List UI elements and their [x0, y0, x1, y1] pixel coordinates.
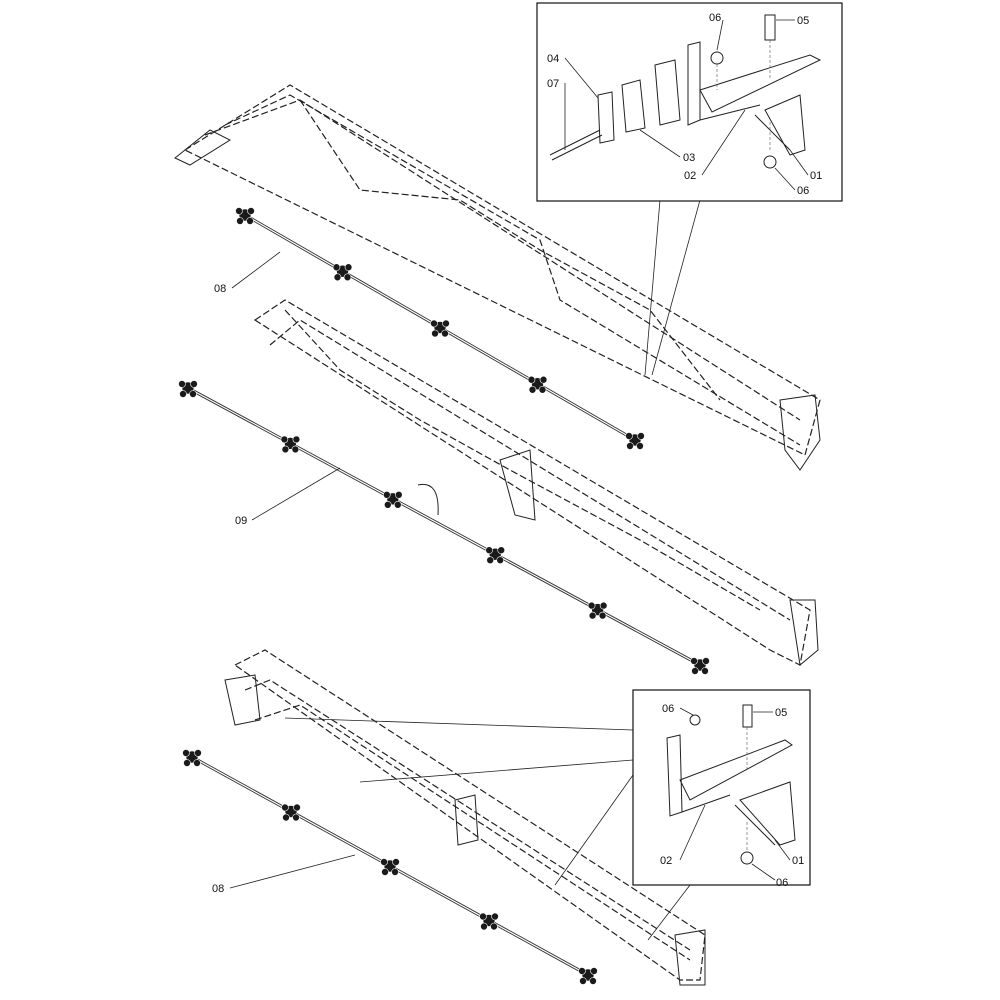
nozzle-body — [690, 657, 710, 675]
nozzle-body — [332, 263, 353, 282]
boom-2-pipe — [187, 386, 701, 667]
inset-top-label-07: 07 — [547, 78, 559, 90]
inset-bottom-label-05: 05 — [775, 707, 787, 719]
inset-bottom-label-06: 06 — [662, 703, 674, 715]
part-label-08-lower: 08 — [212, 883, 224, 895]
inset-bottom-label-01: 01 — [792, 855, 804, 867]
inset-top-label-06: 06 — [709, 12, 721, 24]
inset-bottom-label-06b: 06 — [776, 877, 788, 889]
inset-bottom-label-02: 02 — [660, 855, 672, 867]
nozzle-body — [280, 435, 301, 454]
part-label-09: 09 — [235, 515, 247, 527]
inset-top-label-05: 05 — [797, 15, 809, 27]
inset-top-label-02: 02 — [684, 170, 696, 182]
nozzle-body — [479, 912, 499, 931]
nozzle-body — [382, 490, 403, 509]
nozzle-body — [178, 380, 198, 398]
nozzle-body — [485, 546, 506, 565]
inset-top-label-01: 01 — [810, 170, 822, 182]
boom-2-frame — [253, 299, 819, 666]
inset-top-label-04: 04 — [547, 53, 559, 65]
inset-top-label-03: 03 — [683, 152, 695, 164]
nozzle-body — [281, 803, 301, 822]
boom-1-frame — [174, 84, 821, 471]
nozzle-body — [182, 749, 202, 767]
nozzle-body — [235, 207, 255, 225]
nozzle-body — [527, 375, 548, 394]
detail-inset-bottom — [632, 689, 811, 886]
inset-top-label-06b: 06 — [797, 185, 809, 197]
boom-3-frame — [224, 649, 706, 986]
nozzle-body — [625, 432, 645, 450]
part-label-08: 08 — [214, 283, 226, 295]
nozzle-body — [430, 319, 450, 338]
nozzle-body — [587, 601, 608, 620]
nozzle-body — [578, 967, 598, 985]
nozzle-body — [380, 858, 400, 876]
detail-inset-top — [536, 2, 843, 202]
